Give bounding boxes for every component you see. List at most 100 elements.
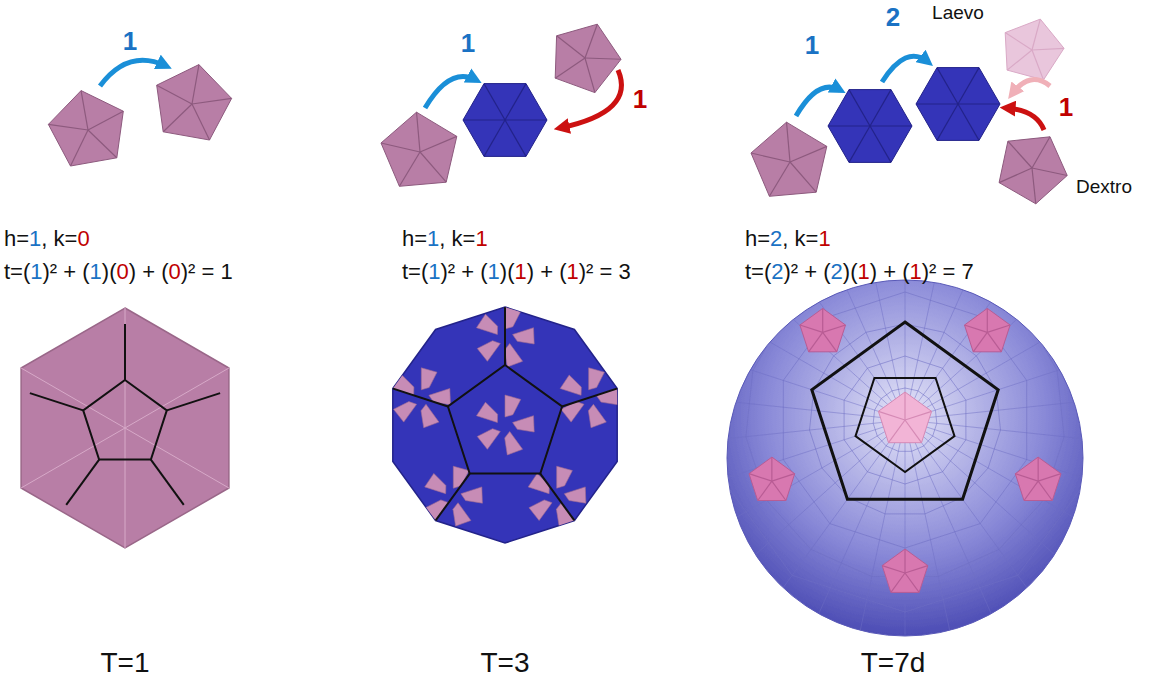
formula: t=(2)² + (2)(1) + (1)² = 7 [745, 259, 974, 285]
t1-capsid [21, 308, 229, 548]
pentamer-dextro-spoke [1032, 168, 1067, 175]
formula-part: )( [102, 259, 117, 284]
t7-mesh-line [855, 420, 905, 655]
formula-part: h= [4, 226, 29, 251]
pentamer-laevo-spoke [1032, 19, 1040, 50]
hexamer-outline [828, 90, 912, 163]
pentamer-laevo-spoke [1005, 33, 1032, 50]
t7-mesh-line [764, 226, 905, 420]
formula-part: 1 [30, 259, 42, 284]
pentamer-spoke [48, 124, 88, 130]
caption-label: T=1 [100, 646, 149, 680]
t3-subunit [588, 404, 606, 427]
t7-mesh [666, 180, 1143, 660]
pentamer-spoke [585, 58, 621, 59]
label-slot: 1 [805, 30, 819, 61]
t7-mesh-ring [873, 388, 937, 451]
formula-part: 1 [90, 259, 102, 284]
t3-outline [429, 474, 470, 531]
pentamer [48, 91, 123, 166]
pentamer-spoke [192, 98, 232, 104]
t3-pattern [381, 295, 628, 530]
t7-pentamer-spoke [823, 332, 837, 351]
formula-part: )² = [181, 259, 221, 284]
pentamer-laevo-outline [1005, 19, 1064, 80]
label-slot: 1 [1059, 92, 1073, 123]
label-slot: h=1, k=1 [402, 226, 488, 252]
label-slot: Dextro [1076, 176, 1132, 199]
t3-outline [504, 295, 506, 365]
formula-part: 0 [169, 259, 181, 284]
label-slot: T=7d [861, 646, 926, 680]
t7-pentamer-spoke [822, 308, 823, 332]
t7-mesh-line [697, 420, 905, 540]
t7-pentamer-spoke [889, 420, 905, 443]
t7-mesh-line [905, 420, 1003, 639]
pentamer [381, 112, 457, 186]
formula-part: 0 [77, 226, 89, 251]
t1-silhouette [21, 308, 229, 548]
t3-subunit [557, 466, 573, 488]
t1-pentamer-outline [30, 393, 83, 410]
t1-edge [125, 428, 126, 548]
label-slot: h=1, k=0 [4, 226, 90, 252]
formula-part: 7 [961, 259, 973, 284]
pentamer-outline [751, 122, 827, 196]
t7-mesh-line [905, 346, 1133, 420]
t3-subunit [505, 432, 523, 455]
t7-mesh-line [905, 226, 1046, 420]
t7-pentamer-spoke [905, 566, 928, 573]
t7-mesh-line [905, 420, 955, 655]
t7-mesh-line [905, 300, 1113, 420]
t7-pentamer-spoke [878, 411, 905, 420]
formula-part: )² = [579, 259, 619, 284]
pentamer-outline [157, 65, 232, 140]
formula-part: , k= [782, 226, 818, 251]
t3-subunit [529, 500, 552, 521]
step-number: 1 [1059, 92, 1073, 123]
t7-pentamer-spoke [891, 573, 905, 592]
formula-part: )² = [922, 259, 962, 284]
t7-capsid [666, 180, 1143, 660]
hexamer-spoke [870, 90, 891, 126]
t7-pentamer-outline [965, 308, 1011, 351]
translation-arrow [100, 60, 166, 86]
t7-pentamer-spoke [973, 332, 987, 351]
translation-arrow [1006, 108, 1044, 130]
label-slot: h=2, k=1 [745, 226, 831, 252]
t7-pentamer-spoke [905, 420, 921, 443]
pentamer-spoke [163, 104, 192, 132]
pentamer-spoke [420, 136, 457, 152]
hexamer-spoke [916, 103, 958, 104]
pentamer-spoke [585, 24, 597, 58]
t3-subunit [505, 395, 521, 417]
translation-arrow [796, 87, 840, 116]
t3-subunit [564, 487, 586, 503]
t7-pentamer [964, 308, 1010, 351]
formula-part: t=( [4, 259, 30, 284]
t7-pentamer-spoke [771, 457, 772, 481]
t1-edge [125, 428, 229, 488]
caption-label: Laevo [932, 2, 984, 25]
pentamer-spoke [88, 111, 123, 130]
label-slot: T=3 [480, 646, 529, 680]
t3-subunit [453, 503, 471, 526]
t1-edge [125, 368, 229, 428]
translation-arrow [560, 70, 621, 128]
label-slot: 2 [886, 2, 900, 33]
t1-edge [21, 428, 125, 488]
t3-subunit [421, 404, 439, 427]
label-slot: 1 [123, 26, 137, 57]
t7-pentamer-outline [882, 549, 928, 592]
caption-label: T=3 [480, 646, 529, 680]
pentamer-spoke [192, 65, 199, 104]
t3-subunit [513, 328, 535, 344]
t7-pentamer-spoke [749, 474, 772, 481]
pentamer-spoke [88, 130, 117, 158]
t7-pentamer-spoke [772, 481, 786, 500]
step-number: 1 [123, 26, 137, 57]
t7-mesh-line [666, 420, 905, 445]
t7-mesh-line [905, 420, 1113, 540]
formula-part: 1 [818, 226, 830, 251]
